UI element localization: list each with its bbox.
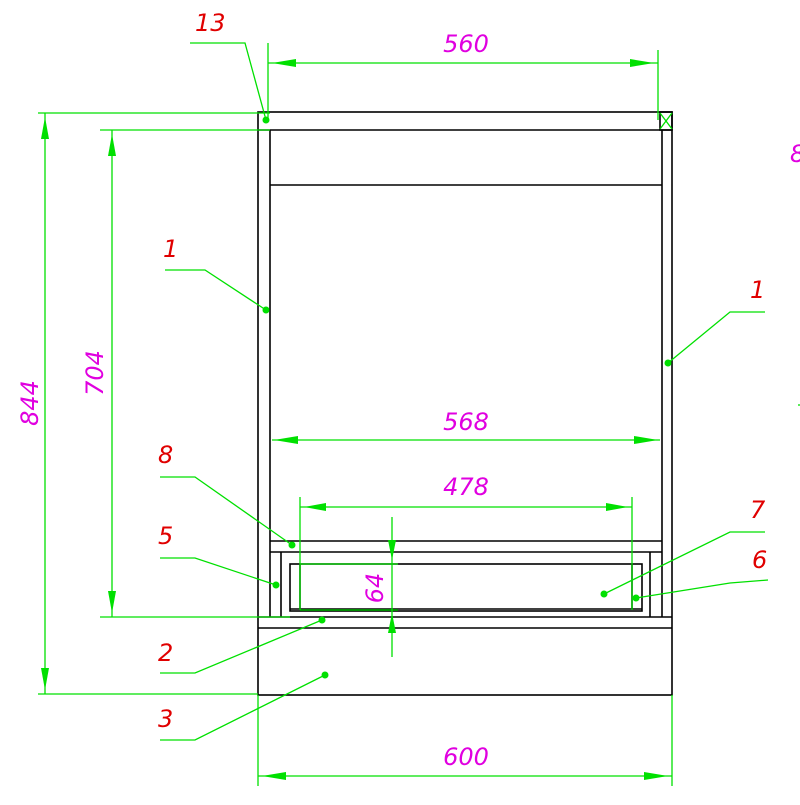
leaders: [160, 42, 769, 741]
dim-600: 600: [443, 743, 489, 771]
label-7: 7: [750, 496, 766, 524]
label-2: 2: [158, 639, 173, 667]
dim-478: 478: [443, 473, 489, 501]
dim-704: 704: [81, 350, 109, 396]
dim-560: 560: [443, 30, 489, 58]
dimension-lines: [38, 43, 800, 786]
label-1-left: 1: [163, 235, 178, 263]
dim-844: 844: [16, 380, 44, 426]
label-3: 3: [158, 705, 173, 733]
dim-64: 64: [361, 573, 389, 604]
dim-partial: 8: [790, 140, 800, 168]
corner-block: [659, 111, 673, 131]
label-6: 6: [752, 546, 767, 574]
drawer-box: [289, 563, 643, 612]
cabinet-outline: [257, 111, 673, 696]
label-1-right: 1: [750, 276, 765, 304]
cabinet-outer: [257, 111, 673, 696]
dim-568: 568: [443, 408, 489, 436]
label-8: 8: [158, 441, 173, 469]
label-13: 13: [195, 9, 226, 37]
label-5: 5: [158, 522, 173, 550]
